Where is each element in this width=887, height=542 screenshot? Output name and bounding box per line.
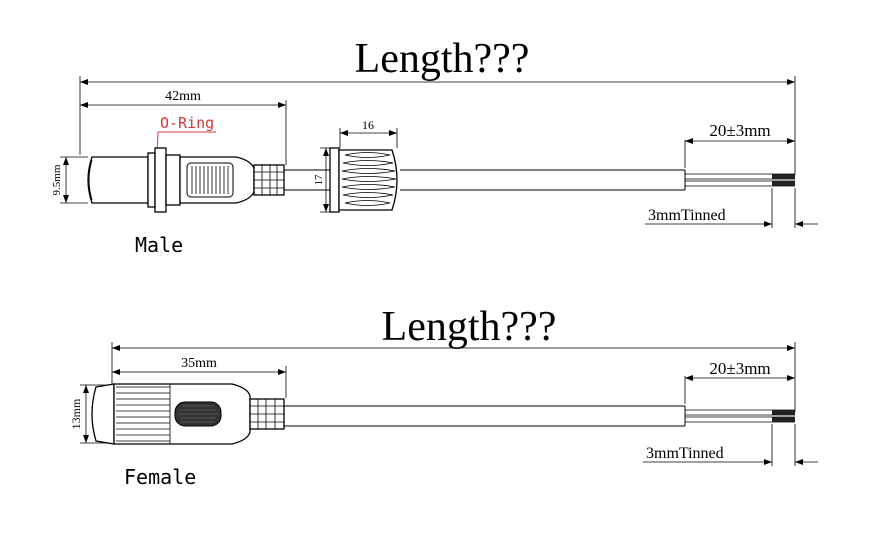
male-title: Length??? — [355, 36, 530, 82]
nut-17-label: 17 — [313, 174, 325, 186]
male-flange — [154, 147, 167, 213]
male-grip-ribs — [191, 166, 229, 194]
male-tinned-label: 3mmTinned — [648, 207, 726, 224]
female-diagram: Length??? 35mm 13mm — [69, 304, 818, 489]
male-label: Male — [135, 233, 183, 257]
female-13-label: 13mm — [69, 398, 83, 429]
female-label: Female — [124, 465, 196, 489]
male-tinned-1 — [772, 174, 795, 179]
male-grip — [186, 162, 234, 198]
female-strip-label: 20±3mm — [709, 359, 770, 378]
male-plug-tip — [87, 156, 149, 204]
female-strain-relief — [249, 398, 285, 430]
male-oring — [147, 152, 156, 208]
female-tinned-label: 3mmTinned — [646, 445, 724, 462]
female-thread — [116, 384, 171, 444]
oring-label: O-Ring — [160, 114, 214, 132]
male-body — [179, 156, 255, 204]
female-socket-mouth — [91, 383, 115, 445]
female-tinned-2 — [772, 417, 795, 422]
male-plug-tip-curve — [88, 159, 93, 201]
male-collar — [165, 154, 181, 206]
male-strain-relief — [253, 164, 285, 196]
female-tinned-1 — [772, 410, 795, 415]
female-grip-texture — [178, 405, 218, 423]
female-title: Length??? — [382, 304, 557, 350]
nut-rim — [329, 147, 340, 213]
male-strip-label: 20±3mm — [709, 121, 770, 140]
male-tinned-2 — [772, 181, 795, 186]
female-35-label: 35mm — [181, 356, 217, 371]
male-diagram: Length??? 42mm O-Ring 9.5mm — [51, 36, 818, 257]
male-42-label: 42mm — [165, 89, 201, 104]
nut-16-label: 16 — [362, 118, 374, 132]
male-95-label: 9.5mm — [51, 164, 63, 195]
nut-knurl — [341, 152, 397, 206]
